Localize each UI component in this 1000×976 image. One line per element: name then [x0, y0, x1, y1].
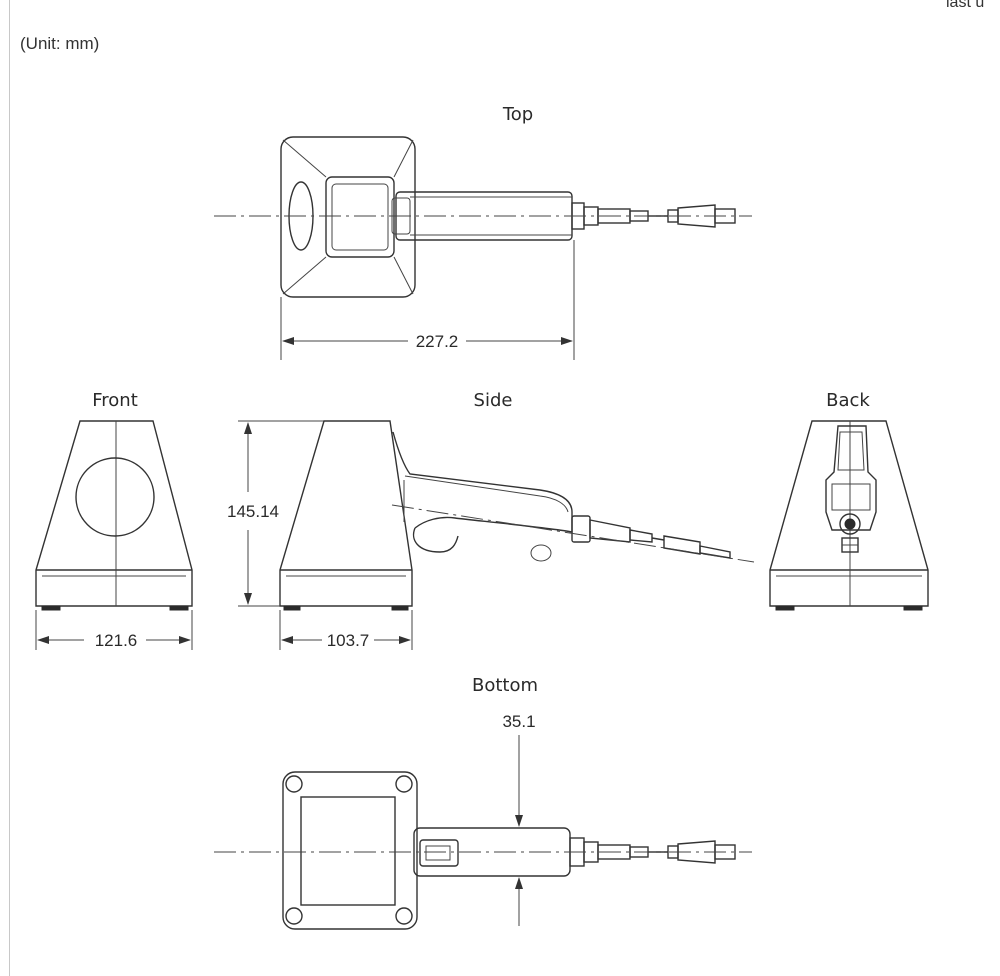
content-frame [9, 0, 1000, 976]
front-view: Front 121.6 [35, 390, 193, 650]
top-view-body [280, 136, 416, 298]
side-view-centerline [391, 504, 755, 563]
front-view-label: Front [92, 390, 138, 411]
bottom-view-base [282, 771, 418, 930]
bottom-view-label: Bottom [472, 675, 538, 696]
top-view: Top [214, 104, 752, 360]
corner-text: last u [946, 0, 985, 11]
front-view-window [75, 457, 155, 537]
bottom-offset-dimension: 35.1 [502, 712, 536, 926]
front-view-body [35, 420, 193, 607]
front-width-value: 121.6 [95, 631, 138, 650]
back-view-label: Back [826, 390, 870, 411]
bottom-view: Bottom 35.1 [214, 675, 752, 930]
side-depth-value: 103.7 [327, 631, 370, 650]
back-view-scanner [825, 425, 877, 553]
side-height-dimension: 145.14 [227, 420, 324, 607]
side-depth-dimension: 103.7 [279, 610, 413, 650]
side-view-label: Side [474, 390, 513, 411]
side-view: Side 145.14 [227, 390, 755, 650]
top-view-label: Top [502, 104, 533, 125]
top-length-dimension: 227.2 [280, 240, 575, 360]
back-view: Back [769, 390, 929, 611]
top-length-value: 227.2 [416, 332, 459, 351]
front-width-dimension: 121.6 [35, 610, 193, 650]
side-height-value: 145.14 [227, 502, 279, 521]
side-view-stand [279, 420, 413, 607]
bottom-offset-value: 35.1 [502, 712, 535, 731]
side-view-scanner [392, 431, 731, 562]
unit-note: (Unit: mm) [20, 34, 100, 53]
